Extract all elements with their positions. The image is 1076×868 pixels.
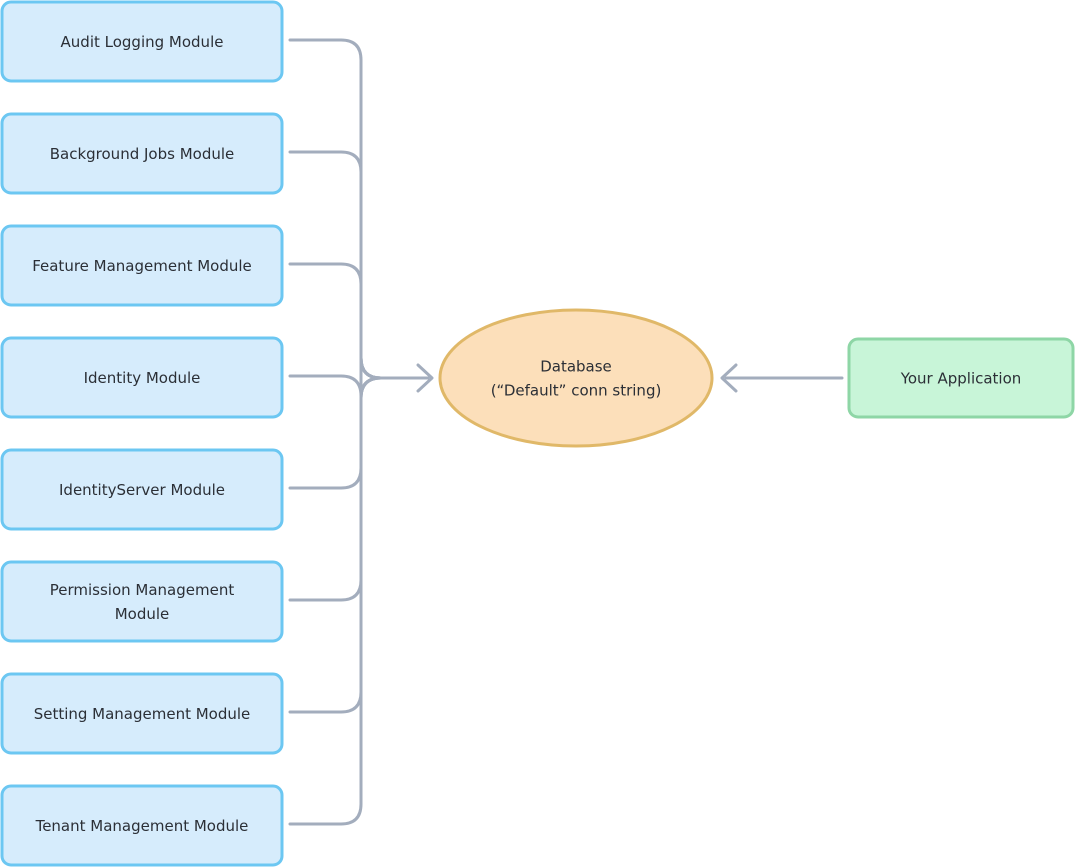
module-node: Setting Management Module [0, 672, 284, 755]
application-box [847, 337, 1075, 419]
module-box [0, 448, 284, 531]
module-node: Identity Module [0, 336, 284, 419]
module-connector [288, 38, 430, 380]
module-box [0, 784, 284, 867]
arrowhead-right [720, 363, 738, 393]
module-box [0, 672, 284, 755]
module-label-line-1: Background Jobs Module [50, 145, 235, 163]
module-node: IdentityServer Module [0, 448, 284, 531]
application-node: Your Application [847, 337, 1075, 419]
module-label-line-1: IdentityServer Module [59, 481, 225, 499]
database-label-line-2: (“Default” conn string) [491, 382, 662, 400]
module-box [0, 336, 284, 419]
module-box [0, 0, 284, 83]
module-node: Tenant Management Module [0, 784, 284, 867]
module-box [0, 560, 284, 643]
module-node: Background Jobs Module [0, 112, 284, 195]
module-label-line-1: Identity Module [84, 369, 201, 387]
module-connector [288, 356, 430, 398]
module-connector [288, 262, 430, 380]
module-connector [288, 376, 430, 714]
module-connector [288, 376, 430, 826]
module-label-line-2: Module [115, 605, 170, 623]
module-connector [288, 376, 430, 490]
database-node: Database (“Default” conn string) [438, 308, 714, 448]
module-label-line-1: Feature Management Module [32, 257, 252, 275]
module-node: Audit Logging Module [0, 0, 284, 83]
module-box [0, 224, 284, 307]
module-box [0, 112, 284, 195]
module-label-line-1: Permission Management [50, 581, 235, 599]
module-node: Feature Management Module [0, 224, 284, 307]
application-label-line-1: Your Application [900, 370, 1022, 388]
connectors-layer [288, 38, 844, 826]
module-label-line-1: Tenant Management Module [35, 817, 249, 835]
module-label-line-1: Audit Logging Module [61, 33, 224, 51]
database-ellipse [438, 308, 714, 448]
database-label-line-1: Database [540, 358, 612, 376]
arrowhead-left [416, 363, 434, 393]
module-label-line-1: Setting Management Module [34, 705, 251, 723]
